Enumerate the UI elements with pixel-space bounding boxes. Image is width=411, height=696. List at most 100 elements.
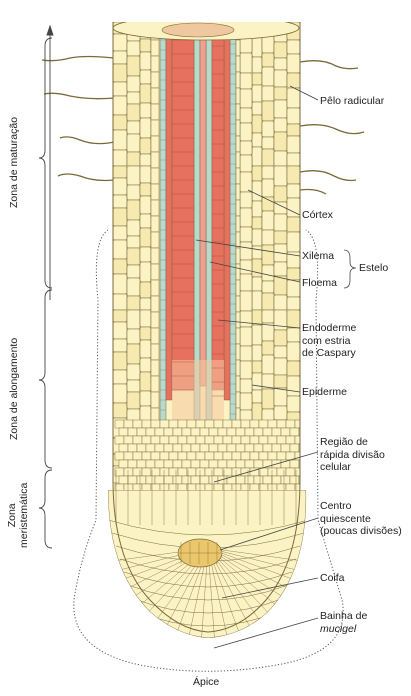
cortex-cell	[240, 242, 252, 260]
cortex-cell	[140, 118, 151, 138]
endodermis-cell	[236, 232, 240, 248]
cortex-cell	[262, 211, 274, 230]
cortex-cell	[274, 406, 287, 420]
cortex-cell	[127, 185, 140, 200]
meristem-cell	[259, 436, 268, 444]
cortex-cell	[140, 70, 151, 84]
meristem-cell	[169, 436, 178, 444]
endodermis-cell	[236, 168, 240, 184]
meristem-cell	[272, 444, 281, 452]
meristem-cell	[146, 444, 155, 452]
endodermis-cell	[236, 40, 240, 56]
meristem-cell	[245, 444, 254, 452]
meristem-cell	[223, 436, 232, 444]
cortex-cell	[287, 342, 300, 361]
root-hair	[300, 190, 326, 195]
cortex-cell	[127, 166, 140, 185]
cortex-cell	[113, 130, 127, 150]
meristem-cell	[232, 436, 241, 444]
top-stele-surface	[162, 23, 234, 37]
meristem-cell	[223, 468, 232, 476]
endodermis-cell	[151, 344, 159, 360]
cortex-cell	[140, 358, 151, 372]
cortex-cell	[287, 166, 300, 184]
meristem-cell	[205, 452, 214, 460]
cortex-cell	[252, 403, 262, 421]
cortex-cell	[287, 396, 300, 412]
cortex-cell	[140, 39, 151, 52]
cortex-cell	[252, 166, 262, 181]
cortex-cell	[113, 64, 127, 82]
endodermis-cell	[236, 152, 240, 168]
cortex-cell	[262, 86, 274, 101]
meristem-cell	[227, 428, 236, 436]
cortex-cell	[252, 73, 262, 85]
meristem-cell	[268, 436, 277, 444]
cortex-cell	[140, 138, 151, 154]
cortex-cell	[113, 166, 127, 178]
meristem-cell	[160, 468, 169, 476]
meristem-cell	[124, 468, 133, 476]
endodermis-cell	[151, 136, 159, 152]
cortex-cell	[262, 149, 274, 166]
endodermis-cell	[236, 88, 240, 104]
endodermis-cell	[236, 72, 240, 88]
endodermis-cell	[151, 312, 159, 328]
meristem-cell	[115, 452, 124, 460]
meristem-cell	[182, 444, 191, 452]
cortex-cell	[287, 376, 300, 396]
endodermis-cell	[236, 328, 240, 344]
meristem-cell	[227, 444, 236, 452]
cortex-cell	[262, 265, 274, 281]
meristem-cell	[191, 444, 200, 452]
cortex-cell	[113, 115, 127, 130]
cortex-cell	[262, 67, 274, 86]
meristem-cell	[277, 468, 286, 476]
meristem-cell	[169, 468, 178, 476]
label-floema: Floema	[302, 277, 337, 290]
endodermis-cell	[151, 120, 159, 136]
endodermis-cell	[236, 392, 240, 408]
meristem-cell	[277, 420, 286, 428]
meristem-cell	[137, 460, 146, 468]
root-hair	[300, 125, 364, 134]
cortex-cell	[240, 361, 252, 379]
cortex-cell	[127, 134, 140, 152]
meristem-cell	[160, 452, 169, 460]
meristem-cell	[209, 460, 218, 468]
cortex-cell	[252, 57, 262, 73]
cortex-cell	[240, 89, 252, 108]
cortex-cell	[287, 328, 300, 342]
label-pelo-radicular: Pêlo radicular	[320, 95, 384, 108]
cortex-cell	[127, 392, 140, 409]
meristem-cell	[200, 444, 209, 452]
cortex-cell	[287, 297, 300, 310]
cortex-cell	[252, 259, 262, 277]
meristem-cell	[268, 452, 277, 460]
cortex-cell	[127, 265, 140, 278]
cortex-cell	[274, 58, 287, 70]
endodermis-cell	[151, 392, 159, 408]
endodermis-cell	[236, 280, 240, 296]
cortex-cell	[262, 166, 274, 179]
meristem-cell	[236, 476, 245, 484]
cortex-cell	[287, 40, 300, 54]
meristem-cell	[214, 420, 223, 428]
meristem-cell	[232, 452, 241, 460]
endodermis-cell	[151, 56, 159, 72]
cortex-cell	[113, 294, 127, 310]
cortex-cell	[262, 121, 274, 137]
cortex-cell	[127, 200, 140, 220]
cortex-cell	[240, 346, 252, 361]
bracket-alongamento	[39, 290, 52, 468]
meristem-cell	[160, 420, 169, 428]
endodermis-cell	[151, 376, 159, 392]
meristem-cell	[119, 428, 128, 436]
cortex-cell	[252, 201, 262, 217]
cortex-cell	[113, 384, 127, 403]
meristem-cell	[191, 460, 200, 468]
label-bainha: Bainha demucigel	[320, 610, 367, 635]
cortex-cell	[113, 178, 127, 195]
cortex-cell	[262, 389, 274, 409]
cortex-cell	[240, 155, 252, 172]
